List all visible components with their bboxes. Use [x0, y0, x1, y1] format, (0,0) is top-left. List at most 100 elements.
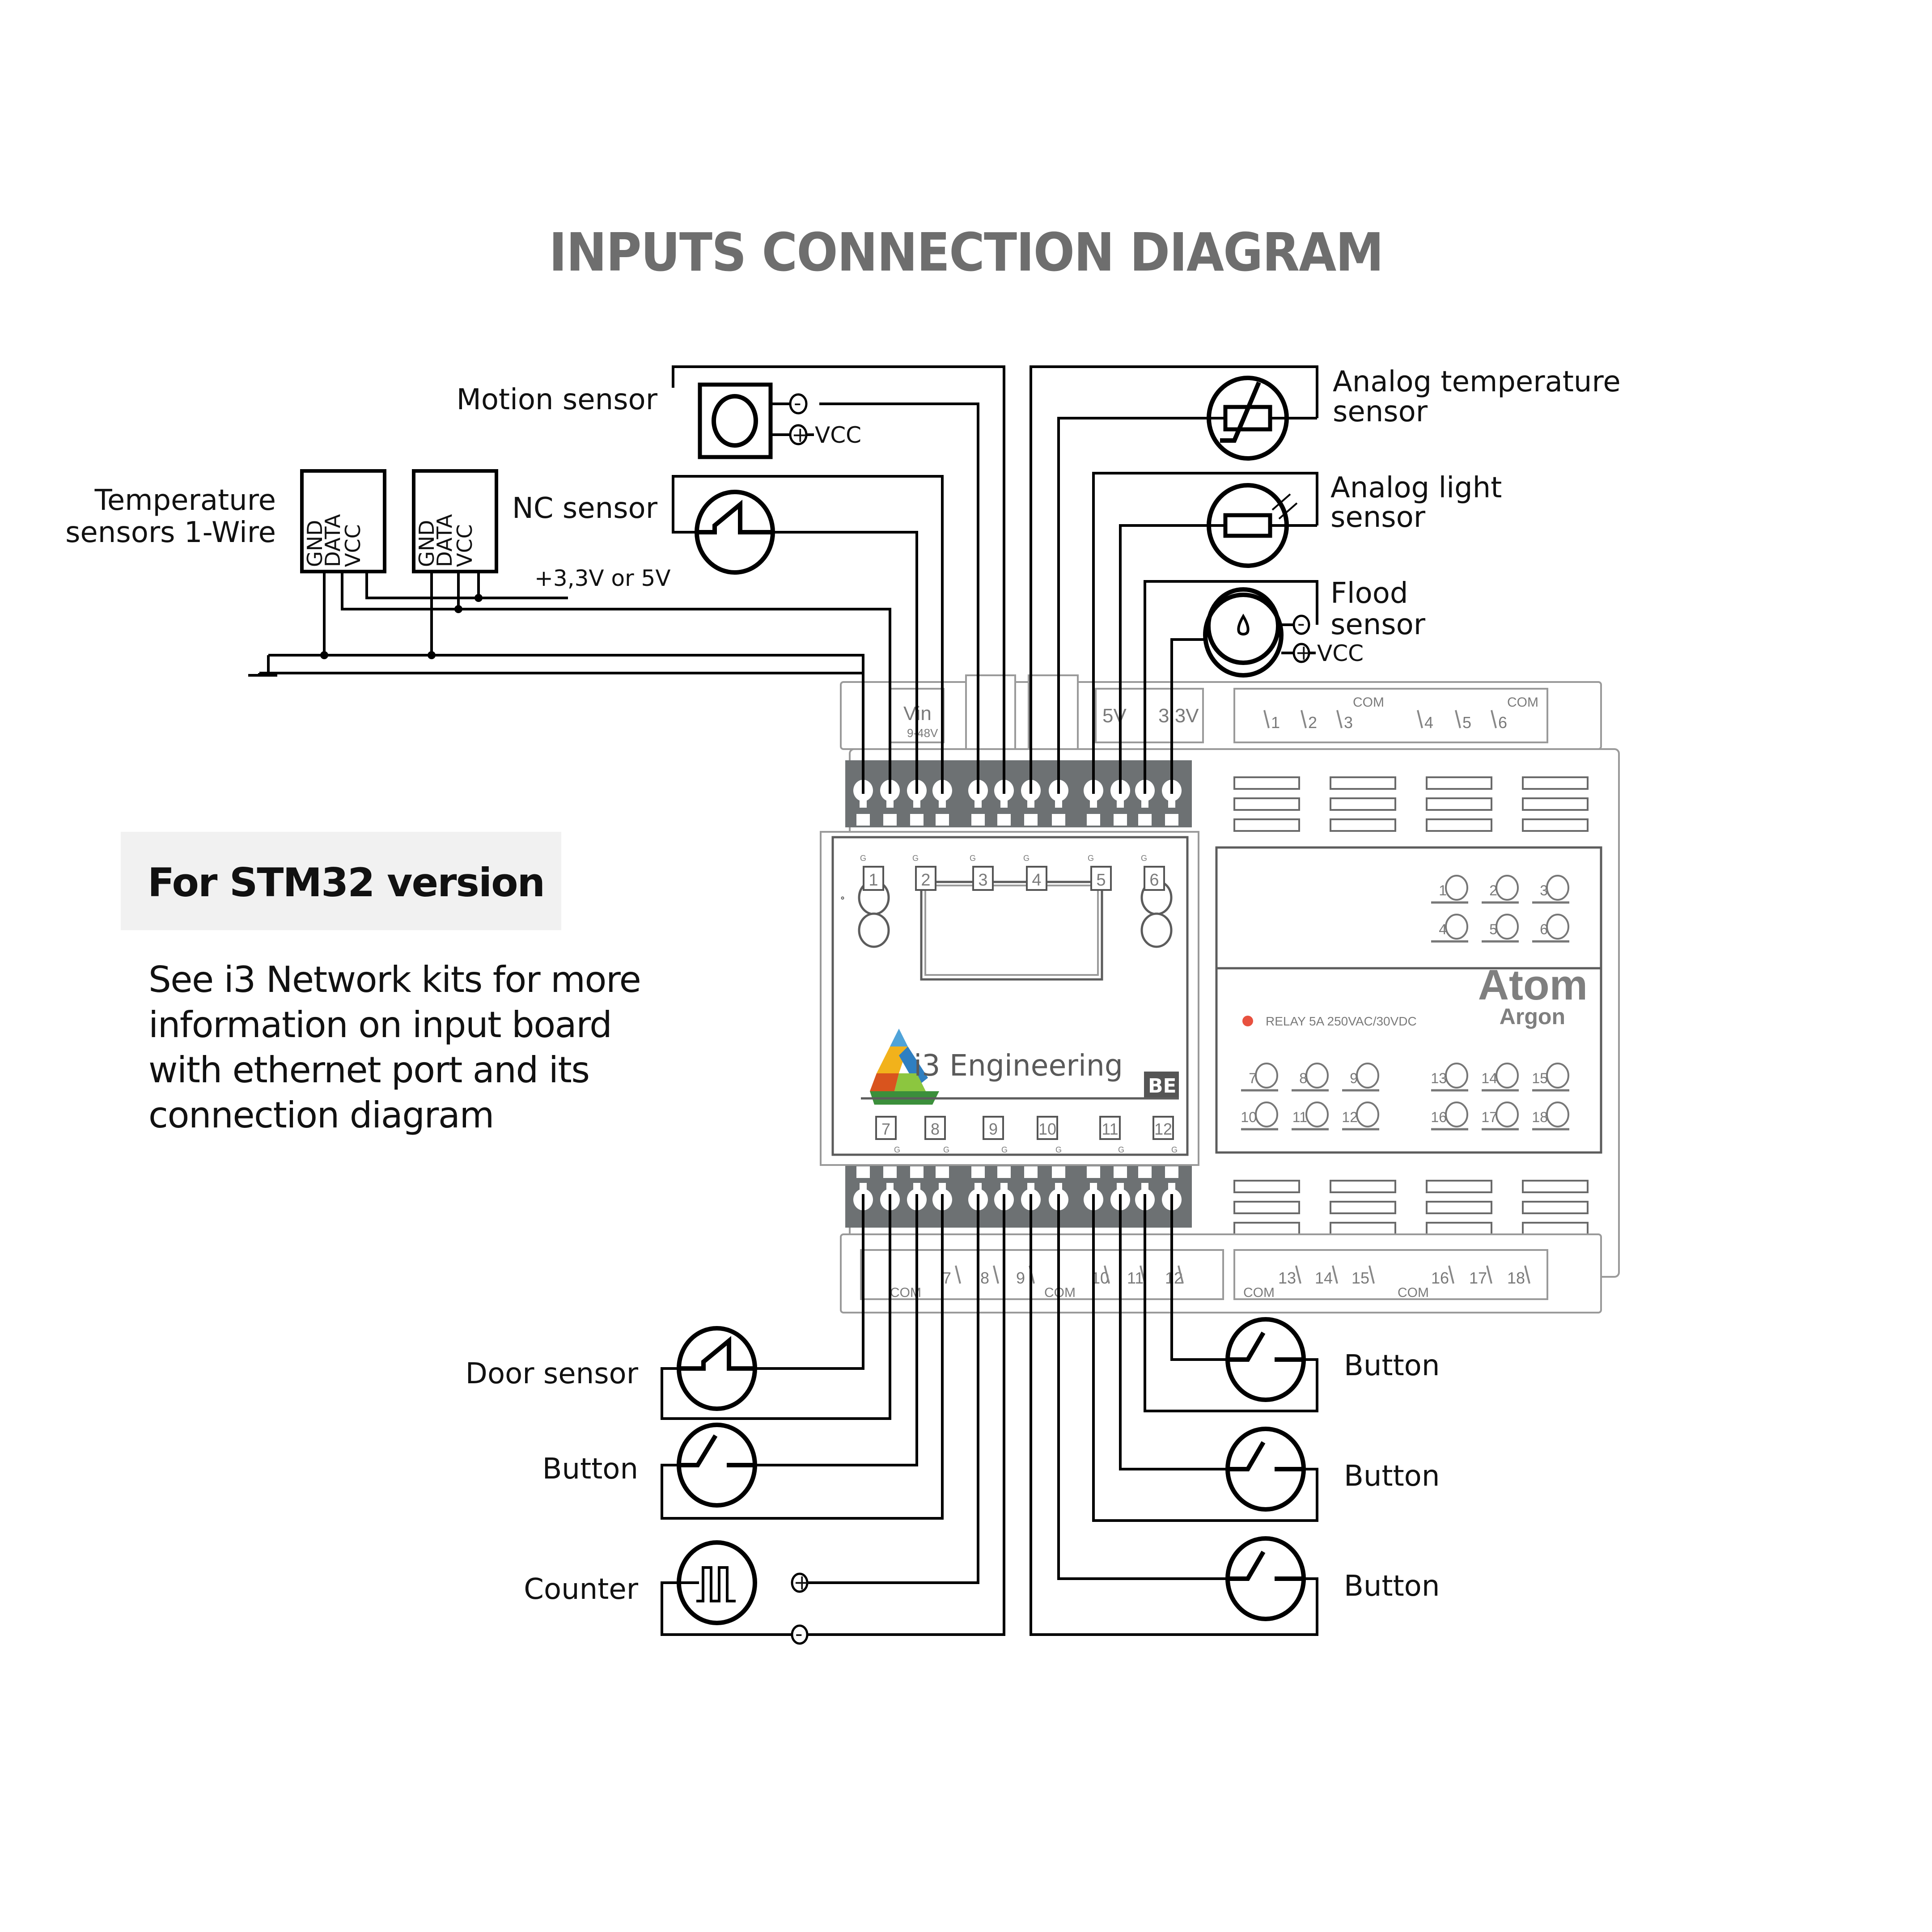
terminal-slot [997, 814, 1011, 826]
power-led-icon [1242, 1016, 1253, 1026]
ground-label: G [1171, 1145, 1178, 1154]
relay-contact-number: 17 [1469, 1269, 1487, 1287]
relay-terminal-bottom-left [860, 1249, 1224, 1300]
vent-slot [1330, 776, 1396, 790]
stm32-note-box: For STM32 version [121, 832, 561, 930]
relay-led-icon [1496, 1063, 1519, 1089]
vent-slot [1426, 818, 1492, 832]
door-sensor-label: Door sensor [466, 1357, 639, 1390]
minus-terminal-icon [1292, 614, 1310, 635]
button-right-2-label: Button [1344, 1460, 1440, 1493]
terminal-slot [971, 814, 985, 826]
variant-label: Argon [1500, 1004, 1565, 1029]
wire-motion-loop [672, 365, 1005, 794]
terminal-slot [1087, 1166, 1100, 1178]
relay-contact-number: 4 [1424, 713, 1433, 732]
relay-led-number: 8 [1299, 1070, 1307, 1086]
relay-contact-icon [1336, 710, 1343, 729]
relay-terminal-top [1233, 688, 1548, 743]
onewire-supply-label: +3,3V or 5V [534, 565, 671, 591]
junction-dot [428, 651, 436, 659]
relay-led-icon [1546, 1063, 1569, 1089]
input-port-bottom [924, 1116, 946, 1140]
input-number-top: 5 [1096, 871, 1106, 890]
analog-temperature-sensor: Analog temperature sensor [1205, 365, 1621, 461]
junction-dot [320, 651, 328, 659]
vin-range-label: 9-48V [907, 726, 938, 740]
relay-led-number: 14 [1481, 1070, 1497, 1086]
relay-led-number: 10 [1241, 1109, 1257, 1125]
comm-port-b [1028, 674, 1079, 750]
relay-led-icon [1546, 1102, 1569, 1127]
relay-led-number: 9 [1350, 1070, 1358, 1086]
counter-sensor: + - Counter [524, 1540, 811, 1646]
vent-slot [1426, 797, 1492, 811]
onewire-pin-label: GND [303, 520, 327, 567]
flood-vcc-label: VCC [1317, 640, 1364, 666]
junction-dot [475, 594, 483, 602]
relay-led-icon [1445, 1102, 1468, 1127]
relay-led-icon [1445, 1063, 1468, 1089]
relay-contact-number: 7 [942, 1269, 951, 1287]
counter-plus-label: + [793, 1570, 811, 1594]
wiring [248, 365, 1318, 1636]
input-port-bottom [1152, 1116, 1174, 1140]
onewire-label-line2: sensors 1-Wire [65, 516, 276, 549]
ground-label: G [1088, 854, 1094, 863]
vent-slot [1233, 1180, 1300, 1193]
bottom-terminal-block [845, 1163, 1192, 1228]
terminal-slot [1114, 814, 1127, 826]
relay-led-number: 12 [1342, 1109, 1358, 1125]
counter-label: Counter [524, 1573, 638, 1606]
relay-contact-number: 6 [1498, 713, 1507, 732]
nav-button-right-bottom[interactable] [1140, 912, 1173, 948]
onewire-pin-label: VCC [453, 524, 477, 567]
onewire-pin-label: DATA [432, 514, 457, 567]
vent-slot [1426, 1201, 1492, 1214]
wire-alight-loop [1092, 472, 1318, 794]
wire-counter-plus [807, 1194, 979, 1584]
wire-button1-loop [661, 1194, 944, 1520]
button-right-3-label: Button [1344, 1570, 1440, 1603]
wire-door-loop [661, 1194, 891, 1420]
wire-button-r2-loop [1092, 1194, 1318, 1522]
input-port-top [972, 866, 994, 891]
vent-slot [1522, 1222, 1589, 1235]
input-number-bottom: 12 [1154, 1120, 1172, 1138]
nav-button-left-bottom[interactable] [858, 912, 890, 948]
wire-onewire-vcc [365, 572, 568, 599]
relay-contact-icon [1417, 710, 1423, 729]
relay-led-number: 4 [1439, 921, 1447, 937]
relay-top-com-2: COM [1507, 695, 1538, 710]
relay-contact-icon [993, 1265, 999, 1284]
water-drop-icon [1237, 614, 1250, 636]
relay-led-number: 11 [1292, 1109, 1307, 1125]
relay-contact-icon [1368, 1265, 1375, 1284]
terminal-slot [1052, 814, 1065, 826]
wire-button-r3-signal [1057, 1194, 1232, 1580]
vent-slot [1522, 818, 1589, 832]
terminal-slot [1114, 1166, 1127, 1178]
ground-label: G [943, 1145, 949, 1154]
button-right-2: Button [1225, 1427, 1440, 1512]
terminal-slot [936, 814, 949, 826]
relay-contact-icon [1104, 1265, 1110, 1284]
terminal-slot [1165, 814, 1178, 826]
input-number-top: 1 [869, 871, 878, 890]
door-sensor: Door sensor [466, 1326, 757, 1411]
vent-slot [1233, 818, 1300, 832]
relay-contact-icon [1263, 710, 1270, 729]
wire-button-r3-loop [1030, 1194, 1318, 1636]
relay-led-icon [1356, 1102, 1379, 1127]
vent-slot [1233, 776, 1300, 790]
power-out-terminal-box [1095, 688, 1204, 743]
wire-door-signal [756, 1194, 864, 1370]
minus-terminal-icon [791, 1624, 809, 1645]
analog-temp-label-line2: sensor [1333, 395, 1428, 428]
relay-contact-number: 16 [1431, 1269, 1449, 1287]
relay-led-icon [1496, 1102, 1519, 1127]
